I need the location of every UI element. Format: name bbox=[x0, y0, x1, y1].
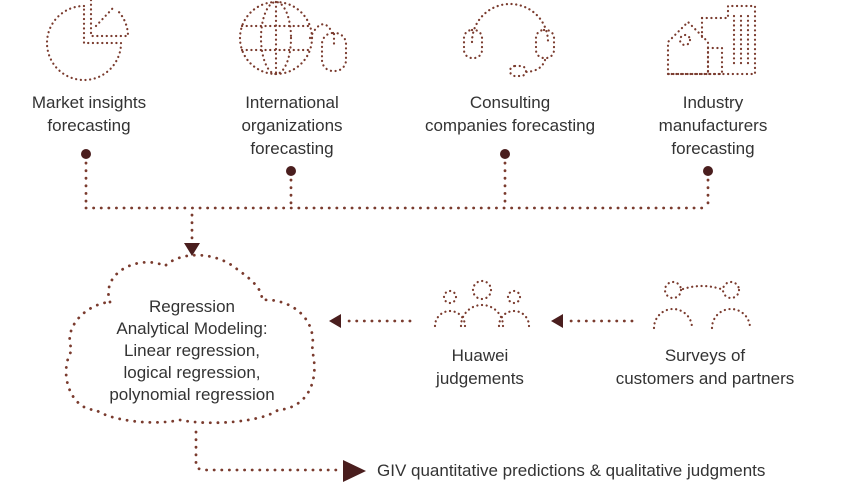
model-cloud bbox=[64, 253, 316, 425]
label-line: forecasting bbox=[671, 139, 755, 158]
surveys-label: Surveys of customers and partners bbox=[585, 344, 825, 390]
group-icon bbox=[433, 279, 531, 328]
globe-mouse-icon bbox=[238, 0, 348, 76]
label-line: organizations bbox=[241, 116, 343, 135]
source-label-market-insights: Market insights forecasting bbox=[0, 91, 178, 137]
label-line: companies forecasting bbox=[424, 116, 596, 135]
flow-arrows bbox=[329, 314, 634, 328]
label-line: Industry bbox=[682, 93, 744, 112]
label-line: Huawei bbox=[451, 346, 509, 365]
regression-model-label: Regression Analytical Modeling: Linear r… bbox=[62, 296, 322, 406]
people-pair-icon bbox=[652, 280, 752, 330]
label-line: International bbox=[245, 93, 339, 112]
label-line: Linear regression, bbox=[123, 341, 261, 360]
label-line: manufacturers bbox=[658, 116, 768, 135]
headset-icon bbox=[462, 2, 556, 78]
label-line: forecasting bbox=[47, 116, 131, 135]
output-connector bbox=[194, 430, 366, 482]
buildings-icon bbox=[666, 4, 757, 76]
source-label-consulting-companies: Consulting companies forecasting bbox=[396, 91, 624, 137]
label-line: forecasting bbox=[250, 139, 334, 158]
label-line: Consulting bbox=[469, 93, 551, 112]
label-line: Market insights bbox=[31, 93, 147, 112]
huawei-judgements-label: Huawei judgements bbox=[405, 344, 555, 390]
output-label: GIV quantitative predictions & qualitati… bbox=[377, 461, 766, 480]
label-line: logical regression, bbox=[123, 363, 261, 382]
label-line: judgements bbox=[436, 369, 524, 388]
label-line: Surveys of bbox=[664, 346, 746, 365]
label-line: Analytical Modeling: bbox=[116, 319, 268, 338]
pie-chart-icon bbox=[45, 0, 130, 82]
source-label-industry-manufacturers: Industry manufacturers forecasting bbox=[624, 91, 802, 160]
label-line: customers and partners bbox=[615, 369, 795, 388]
label-line: Regression bbox=[149, 297, 235, 316]
label-line: polynomial regression bbox=[109, 385, 275, 404]
source-connectors bbox=[81, 149, 713, 256]
source-label-international-organizations: International organizations forecasting bbox=[203, 91, 381, 160]
